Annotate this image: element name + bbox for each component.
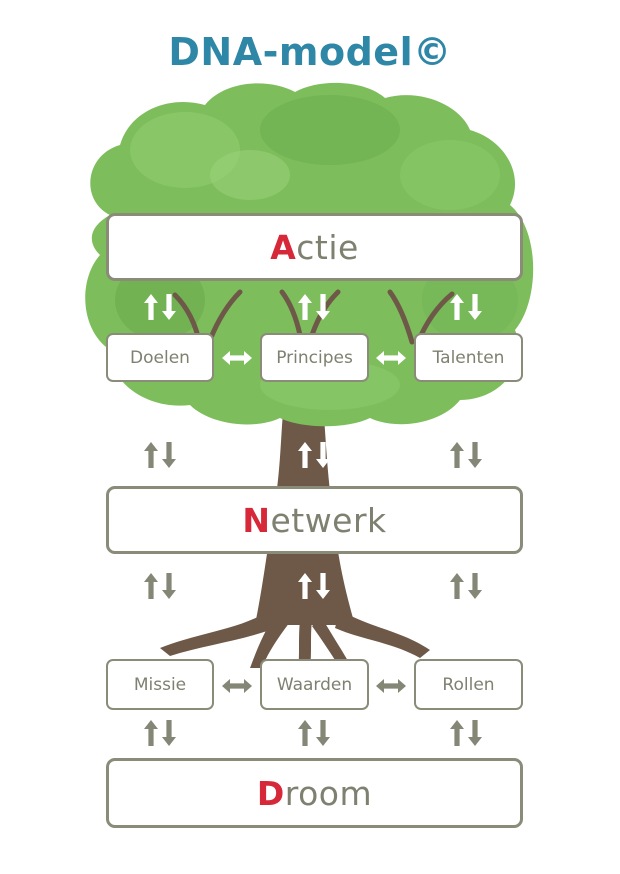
actie-rest: ctie	[296, 227, 359, 267]
droom-rest: room	[284, 773, 373, 813]
principes-box: Principes	[260, 333, 369, 382]
rollen-box: Rollen	[414, 659, 523, 710]
waarden-box: Waarden	[260, 659, 369, 710]
actie-initial: A	[270, 227, 297, 267]
droom-initial: D	[256, 773, 285, 813]
talenten-box: Talenten	[414, 333, 523, 382]
missie-box: Missie	[106, 659, 214, 710]
netwerk-rest: etwerk	[270, 500, 387, 540]
doelen-box: Doelen	[106, 333, 214, 382]
roots	[160, 610, 430, 668]
netwerk-initial: N	[242, 500, 271, 540]
diagram-title: DNA-model©	[168, 30, 452, 74]
